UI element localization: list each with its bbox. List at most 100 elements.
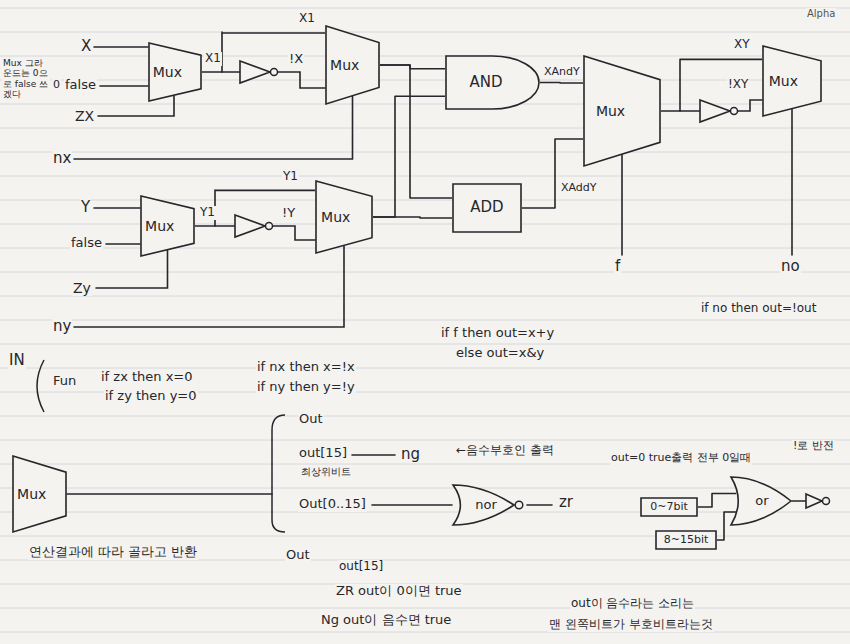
note-text: out이 음수라는 소리는: [570, 597, 695, 611]
wire: [94, 207, 140, 209]
ruled-line: [0, 80, 850, 81]
bit-range-box: 0~7bit: [640, 497, 698, 517]
wire: [100, 85, 148, 87]
gate-outline: [326, 26, 379, 104]
gate-outline: [763, 46, 821, 116]
gate-name: Mux: [17, 486, 46, 502]
gate-outline: [584, 56, 660, 166]
ruled-line: [0, 344, 850, 345]
note-text: 연산결과에 따라 골라고 반환: [28, 545, 198, 560]
signal-name: X1: [298, 12, 316, 26]
wire: [680, 110, 700, 112]
input-name: Y: [80, 199, 91, 216]
mux-block: Mux: [583, 55, 661, 167]
output-name: zr: [558, 494, 574, 511]
signal-wire: [717, 512, 736, 540]
mux-block: Mux: [325, 25, 380, 105]
signal-wire: [540, 82, 583, 84]
gate-outline: [641, 498, 697, 516]
node-label-area: nor: [452, 484, 524, 526]
note-text: ZR out이 0이면 true: [335, 584, 463, 599]
ruled-line: [0, 512, 850, 513]
signal-wire: [380, 65, 452, 198]
gate-outline: [149, 43, 201, 101]
signal-wire: [373, 96, 445, 217]
signal-wire: [195, 190, 315, 226]
or-gate: or: [730, 476, 792, 526]
signal-name: Out: [298, 412, 324, 427]
node-label-area: Mux: [12, 455, 67, 533]
ruled-line: [0, 272, 850, 273]
bracket: [272, 415, 285, 532]
gate-name: ADD: [470, 199, 503, 216]
note-text: 최상위비트: [300, 466, 352, 478]
wire: [67, 493, 272, 495]
ruled-line: [0, 320, 850, 321]
signal-name: Out[0..15]: [298, 497, 367, 512]
note-text: 맨 왼쪽비트가 부호비트라는것: [548, 618, 714, 632]
wire: [372, 504, 452, 506]
bit-range-box: 8~15bit: [655, 530, 717, 550]
node-label-area: Mux: [140, 195, 195, 257]
signal-name: Out: [285, 548, 311, 563]
gate-outline: [141, 196, 194, 256]
wire: [527, 504, 552, 506]
mux-block: Mux: [762, 45, 822, 117]
control-name: Zy: [72, 280, 92, 296]
ruled-line: [0, 416, 850, 417]
control-name: f: [614, 258, 621, 275]
note-text: if zx then x=0: [100, 370, 194, 385]
wire: [96, 250, 168, 288]
nor-gate: nor: [452, 484, 524, 526]
signal-name: !Y: [281, 206, 296, 221]
control-name: no: [780, 258, 801, 275]
gate-name: 8~15bit: [664, 534, 709, 547]
input-name: false: [70, 236, 103, 251]
gate-outline: [656, 531, 716, 549]
note-text: else out=x&y: [455, 346, 545, 361]
mux-block: Mux: [12, 455, 67, 533]
note-text: if f then out=x+y: [440, 326, 555, 341]
signal-wire: [202, 32, 325, 72]
note-text: ←음수부호인 출력: [455, 444, 555, 458]
wire: [222, 71, 240, 73]
gate-outline: [453, 485, 514, 525]
control-name: ny: [52, 318, 72, 335]
output-name: ng: [400, 446, 421, 463]
note-text: if ny then y=!y: [256, 380, 356, 395]
gate-name: nor: [475, 498, 497, 513]
input-value: 0: [52, 79, 61, 92]
signal-name: XAddY: [560, 182, 598, 195]
ruled-line: [0, 200, 850, 201]
ruled-line: [0, 56, 850, 57]
ruled-line: [0, 152, 850, 153]
and-gate: AND: [445, 55, 540, 110]
gate-name: Mux: [153, 64, 182, 80]
ruled-line: [0, 368, 850, 369]
node-label-area: Mux: [148, 42, 202, 102]
signal-name: Y1: [199, 206, 216, 220]
inverter-bubble: [515, 501, 523, 509]
signal-name: X1: [204, 52, 222, 66]
signal-name: out[15]: [338, 560, 384, 574]
signal-name: out[15]: [298, 446, 348, 461]
gate-name: or: [755, 494, 768, 509]
ruled-line: [0, 128, 850, 129]
note-text: !로 반전: [792, 440, 835, 453]
signal-name: XAndY: [543, 66, 581, 79]
signal-name: XY: [733, 38, 751, 52]
node-label-area: Mux: [583, 55, 661, 167]
note-text: Mux 그라운드는 0으로 false 쓰겠다: [2, 58, 50, 99]
input-name: X: [80, 38, 92, 55]
gate-name: Mux: [769, 73, 798, 89]
ruled-line: [0, 632, 850, 633]
bracket: [37, 360, 44, 412]
wire: [273, 226, 315, 240]
ruled-line: [0, 224, 850, 225]
mux-block: Mux: [148, 42, 202, 102]
wire: [106, 243, 140, 245]
signal-wire: [661, 59, 762, 111]
node-label-area: 0~7bit: [640, 497, 698, 517]
watermark: Alpha: [806, 8, 836, 20]
note-text: if zy then y=0: [104, 389, 198, 404]
